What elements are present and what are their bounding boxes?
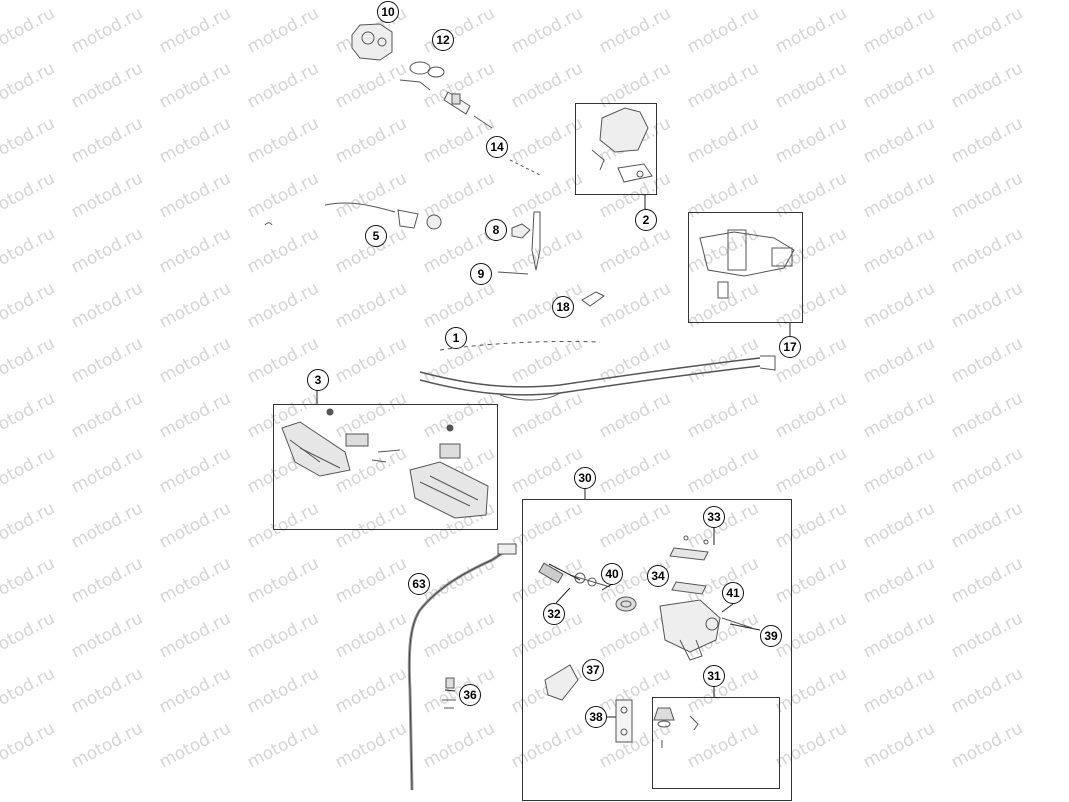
part-14-leader	[509, 159, 541, 176]
callout-39: 39	[760, 625, 782, 647]
group-box-31	[652, 697, 780, 789]
callout-10: 10	[377, 1, 399, 23]
callout-9: 9	[470, 263, 492, 285]
callout-38: 38	[585, 706, 607, 728]
master-cylinder-drawing	[659, 599, 753, 661]
callout-3: 3	[307, 369, 329, 391]
callout-63: 63	[408, 573, 430, 595]
part-32-piston-drawing	[538, 562, 611, 588]
callout-31: 31	[703, 665, 725, 687]
callout-40: 40	[601, 563, 623, 585]
part-5-drawing	[264, 202, 442, 230]
callout-33: 33	[703, 506, 725, 528]
throttle-tube-drawing	[443, 91, 493, 129]
part-34-diaphragm-drawing	[671, 581, 707, 595]
part-37-lever-drawing	[544, 664, 579, 701]
group-box-17	[688, 212, 803, 323]
group-box-2	[575, 103, 657, 195]
part-9-drawing	[497, 271, 529, 275]
callout-37: 37	[582, 659, 604, 681]
part-3-handguards-drawing	[281, 408, 489, 519]
part-18-drawing	[581, 291, 605, 307]
callout-1: 1	[445, 327, 467, 349]
part-17-drawing	[699, 229, 795, 299]
part-31-drawing	[653, 707, 699, 748]
callout-32: 32	[543, 603, 565, 625]
callout-34: 34	[647, 565, 669, 587]
part-12-drawing	[399, 61, 445, 91]
callout-14: 14	[486, 136, 508, 158]
callout-17: 17	[779, 336, 801, 358]
part-10-switch-drawing	[351, 23, 393, 61]
part-2-drawing	[591, 107, 653, 183]
callout-36: 36	[459, 684, 481, 706]
part-40-seal-drawing	[615, 596, 637, 612]
part-8-drawing	[511, 223, 531, 239]
group-box-30	[522, 499, 792, 801]
callout-18: 18	[552, 296, 574, 318]
callout-41: 41	[722, 582, 744, 604]
callout-12: 12	[432, 29, 454, 51]
part-36-drawing	[442, 677, 456, 709]
mirror-stem-drawing	[531, 211, 541, 271]
callout-5: 5	[365, 225, 387, 247]
callout-30: 30	[574, 467, 596, 489]
part-38-drawing	[615, 699, 633, 743]
group-box-3	[273, 404, 498, 530]
part-1-handlebar-drawing	[419, 340, 776, 401]
part-63-cable-drawing	[407, 543, 517, 791]
part-33-cap-drawing	[669, 535, 709, 561]
callout-leaders	[316, 195, 791, 718]
callout-2: 2	[635, 209, 657, 231]
callout-8: 8	[485, 219, 507, 241]
